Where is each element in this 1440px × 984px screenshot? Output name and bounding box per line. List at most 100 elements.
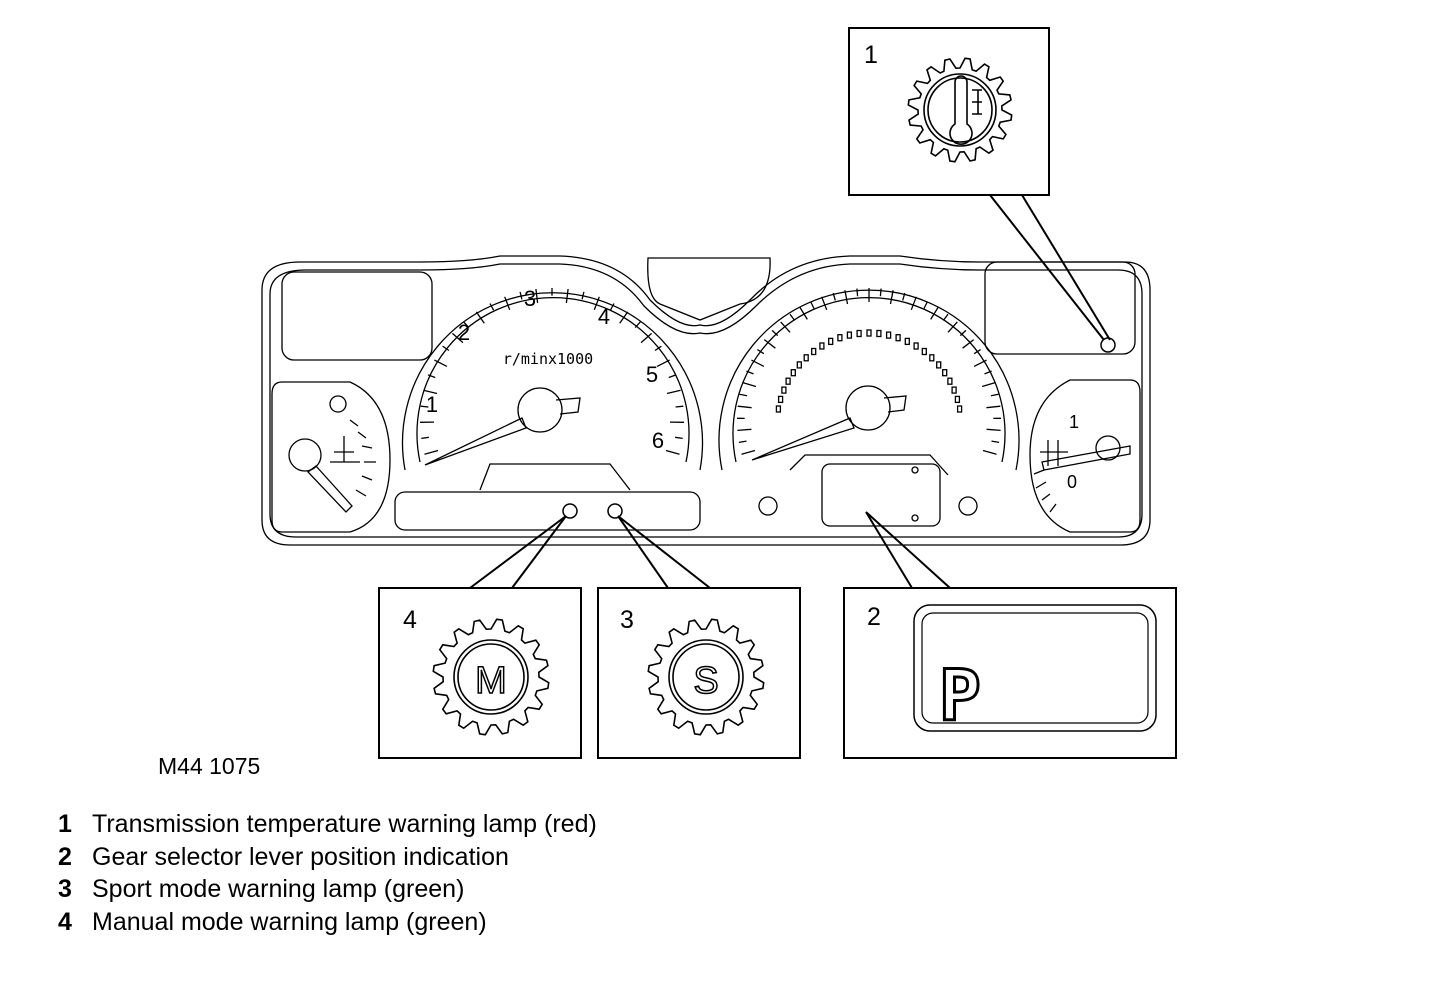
speedo-minor-mark [777,395,784,404]
gauge-tick [789,313,796,321]
gauge-tick [982,449,997,455]
gauge-tick [619,311,629,324]
sport-mode-letter: S [693,660,718,702]
speedo-minor-mark [828,337,834,346]
gauge-tick [771,329,779,337]
gauge-tick [442,345,450,352]
thermometer-gear-icon [907,57,1013,163]
gauge-tick [738,440,747,444]
callout-2-number: 2 [867,603,881,631]
speedo-minor-mark [846,331,853,339]
legend: 1 Transmission temperature warning lamp (… [58,808,597,938]
legend-text: Transmission temperature warning lamp (r… [92,810,597,838]
gauge-tick [675,436,683,440]
speedo-minor-mark [811,347,817,356]
manual-mode-letter: M [475,660,507,702]
callout-3-number: 3 [620,606,634,634]
tacho-number-6: 6 [652,428,664,453]
gauge-tick [609,303,615,311]
speedo-minor-mark [929,354,935,362]
gauge-tick [910,296,917,311]
gear-inner-ring [453,639,529,715]
gauge-tick [565,288,569,303]
gauge-tick [463,321,470,329]
gear-inner-ring [927,77,993,143]
gauge-tick [930,307,939,320]
speedo-minor-mark [866,329,872,337]
speedo-minor-mark [781,386,787,394]
gauge-tick [889,290,894,305]
speedo-minor-mark [942,369,948,377]
gear-position-display [913,604,1157,732]
gauge-tick [741,449,756,455]
gauge-tick [519,291,523,300]
tacho-number-1: 1 [426,392,438,417]
tacho-needle [424,417,527,466]
speedo-ticks [736,288,1002,455]
gear-position-char: P [939,655,981,737]
callout-1 [848,27,1050,196]
speedo-minor-mark [956,405,963,413]
fuel-scale-0: 0 [1067,472,1077,492]
speedo-minor-mark [951,386,957,394]
gauge-tick [634,321,641,329]
gauge-tick [666,389,681,395]
callout-1-number: 1 [864,41,878,69]
speedo-minor-mark [796,361,802,369]
gauge-tick [879,288,882,297]
gauge-tick [739,393,748,397]
sport-mode-gear-icon [647,618,765,736]
gauge-tick [959,329,967,337]
gauge-tick [986,405,1001,409]
leader-lines [469,194,1111,589]
speedometer [718,288,1020,522]
legend-text: Gear selector lever position indication [92,842,509,871]
gauge-tick [902,292,906,301]
gauge-tick [665,449,680,455]
gauge-tick [675,405,684,408]
gauge-tick [763,339,776,349]
gauge-tick [656,359,670,367]
gear-inner-ring [457,643,525,711]
gauge-tick [668,374,677,379]
callout-4-number: 4 [403,606,417,634]
gauge-tick [746,370,754,375]
gauge-tick [962,339,975,349]
legend-number: 2 [58,842,72,871]
gauge-tick [737,428,752,432]
tacho-number-5: 5 [646,362,658,387]
speedo-minor-mark [913,342,919,350]
temp-gauge [271,381,391,533]
speedo-minor-mark [904,337,910,346]
fuel-scale-1: 1 [1069,412,1079,432]
gauge-tick [757,349,765,355]
gear-outline [647,618,765,736]
gauge-tick [434,359,448,367]
thermometer-icon [949,75,982,145]
speedo-minor-mark [819,342,825,350]
gauge-tick [991,440,1000,444]
gauge-tick [799,307,808,320]
legend-number: 4 [58,907,72,936]
legend-number: 1 [58,810,72,838]
callout-4 [378,587,582,759]
gauge-tick [421,436,429,440]
gauge-tick [420,405,429,408]
speedo-minor-mark [775,405,782,413]
gauge-tick [986,428,1001,432]
gauge-tick [856,288,859,297]
gauge-tick [947,321,958,333]
tacho-unit: r/minx1000 [503,350,593,368]
speedo-minor-mark [790,369,796,377]
gauge-tick [742,381,757,388]
gauge-tick [640,332,653,344]
lamp-3-location [607,503,623,519]
speedo-minor-mark [885,331,892,339]
tacho-number-2: 2 [458,320,470,345]
speedo-minor-mark [803,354,809,362]
legend-text: Sport mode warning lamp (green) [92,875,465,903]
speedo-rim [718,289,1020,471]
legend-number: 3 [58,875,72,903]
